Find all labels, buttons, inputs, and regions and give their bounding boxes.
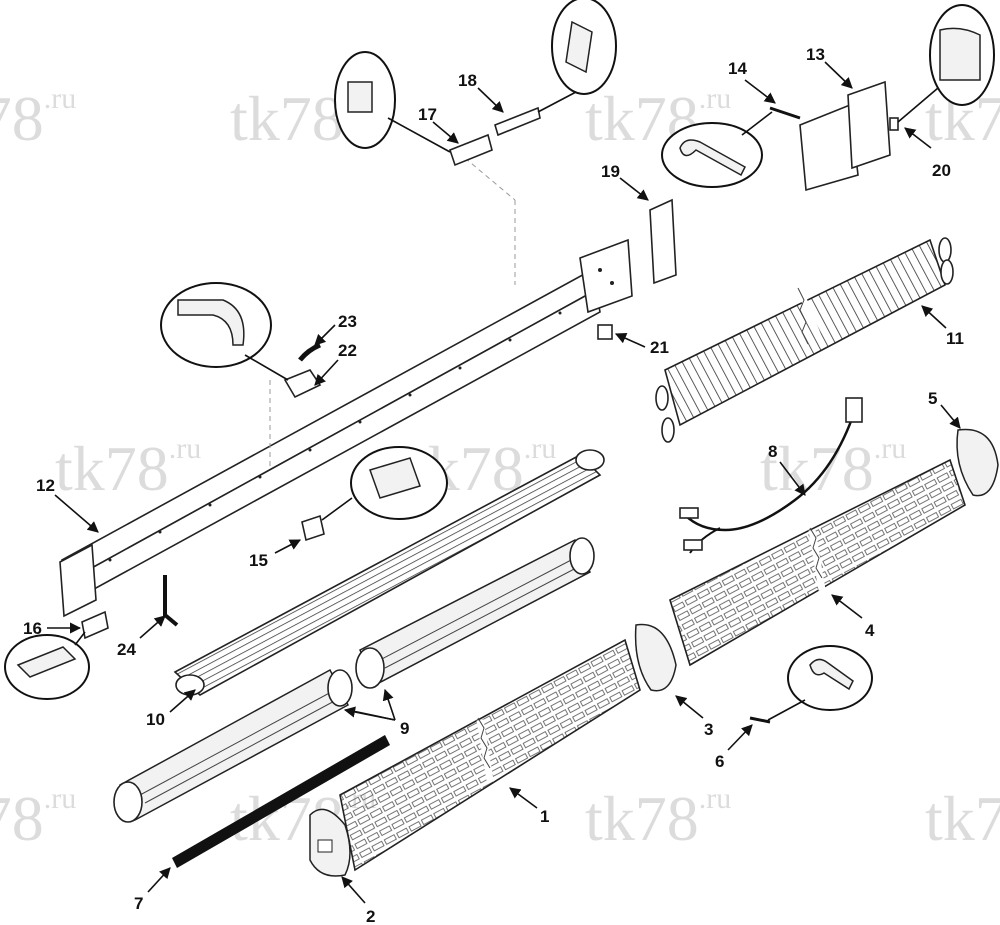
label-part-19: 19 [601, 162, 620, 181]
label-part-5: 5 [928, 389, 937, 408]
part-20-clip [889, 117, 899, 131]
part-17-bracket [449, 133, 493, 167]
label-part-23: 23 [338, 312, 357, 331]
label-part-10: 10 [146, 710, 165, 729]
watermark-layer: tk78.rutk78.rutk78.rutk78.rutk78.rutk78.… [0, 82, 1000, 854]
label-part-6: 6 [715, 752, 724, 771]
watermark-text: tk78.ru [925, 782, 1000, 854]
part-9-fan-lower [113, 668, 353, 823]
part-14-pin [769, 106, 801, 120]
label-part-1: 1 [540, 807, 549, 826]
part-15-bracket [301, 514, 325, 542]
label-part-3: 3 [704, 720, 713, 739]
label-part-2: 2 [366, 907, 375, 925]
label-part-18: 18 [458, 71, 477, 90]
part-8-wiring-harness [679, 397, 863, 554]
part-16-bracket [81, 610, 109, 640]
label-part-22: 22 [338, 341, 357, 360]
label-part-21: 21 [650, 338, 669, 357]
part-12-mounting-rail [59, 157, 633, 618]
part-9-fan-upper [355, 537, 595, 689]
part-2-control-plate [309, 808, 351, 877]
label-part-24: 24 [117, 640, 136, 659]
label-part-13: 13 [806, 45, 825, 64]
part-3-end-cap [634, 623, 677, 692]
label-part-17: 17 [418, 105, 437, 124]
label-part-9: 9 [400, 719, 409, 738]
part-24-bracket [163, 575, 179, 627]
label-part-16: 16 [23, 619, 42, 638]
part-19-bracket [649, 198, 677, 285]
label-part-12: 12 [36, 476, 55, 495]
label-part-11: 11 [946, 329, 964, 348]
part-23-clip [298, 342, 322, 362]
part-21-clip [597, 324, 613, 340]
watermark-text: tk78.ru [585, 782, 731, 854]
detail-callouts [4, 0, 995, 721]
part-13-plate [799, 80, 891, 192]
part-11-heat-exchanger [655, 237, 954, 443]
part-7-seal-strip [172, 735, 390, 868]
label-part-20: 20 [932, 161, 951, 180]
part-10-heater-coil [173, 449, 605, 696]
part-4-rear-grille [669, 458, 966, 667]
part-18-bracket [494, 106, 541, 137]
part-5-end-cap [956, 428, 999, 497]
watermark-text: tk78.ru [0, 82, 76, 154]
watermark-text: tk78.ru [55, 432, 201, 504]
watermark-text: tk78.ru [0, 782, 76, 854]
label-part-8: 8 [768, 442, 777, 461]
part-labels: 1 2 3 4 5 6 7 8 9 10 11 12 13 14 15 16 1… [23, 45, 964, 925]
label-part-4: 4 [865, 621, 875, 640]
label-part-7: 7 [134, 894, 143, 913]
leader-lines [47, 61, 961, 904]
label-part-15: 15 [249, 551, 268, 570]
part-6-pin [749, 716, 771, 724]
part-22-bracket [283, 369, 322, 399]
label-part-14: 14 [728, 59, 747, 78]
